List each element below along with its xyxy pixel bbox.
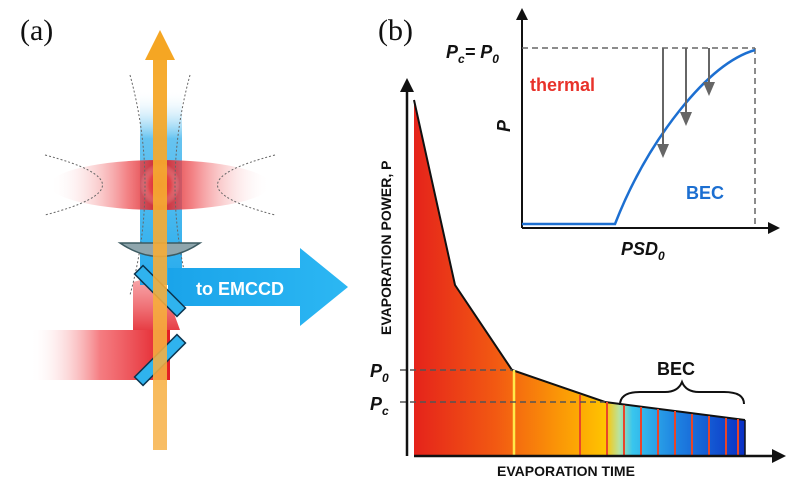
panel-b-label: (b) <box>378 14 413 47</box>
probe-beam-arrowhead <box>145 30 175 60</box>
main-x-axis-label: EVAPORATION TIME <box>497 463 635 479</box>
main-y-axis-label: EVAPORATION POWER, P <box>378 161 394 336</box>
evaporation-ramp-fill <box>414 100 745 455</box>
main-x-arrowhead <box>772 449 786 463</box>
inset-plot: Pc= P0 thermal BEC P PSD0 <box>446 8 795 263</box>
bec-brace <box>619 379 745 406</box>
envelope-top-left <box>44 154 103 216</box>
drop-arrow-2-head <box>680 112 692 126</box>
probe-beam <box>153 58 167 450</box>
main-y-arrowhead <box>400 78 414 92</box>
thermal-label: thermal <box>530 75 595 95</box>
inset-background <box>510 10 795 242</box>
panel-b: (b) EVAPORATION POWER, P EVAPORATION TIM… <box>370 14 786 479</box>
inset-y-axis-label: P <box>494 119 514 132</box>
inset-x-axis-label: PSD0 <box>621 239 665 263</box>
drop-arrow-3-head <box>703 82 715 96</box>
p0-tick-label: P0 <box>370 361 389 385</box>
envelope-right <box>174 74 191 296</box>
inset-bec-label: BEC <box>686 183 724 203</box>
to-emccd-label: to EMCCD <box>196 279 284 299</box>
panel-a: (a) to EMCCD <box>20 14 348 450</box>
inset-x-arrowhead <box>768 222 780 234</box>
pc-tick-label: Pc <box>370 394 389 418</box>
inset-pc-p0-label: Pc= P0 <box>446 42 499 66</box>
bec-fraction-curve <box>522 48 756 226</box>
bec-brace-label: BEC <box>657 359 695 379</box>
to-emccd-arrow <box>168 248 348 326</box>
drop-arrow-1-head <box>657 144 669 158</box>
inset-y-arrowhead <box>516 8 528 20</box>
envelope-left <box>129 74 146 296</box>
envelope-top-right <box>217 154 276 216</box>
panel-a-label: (a) <box>20 14 53 47</box>
